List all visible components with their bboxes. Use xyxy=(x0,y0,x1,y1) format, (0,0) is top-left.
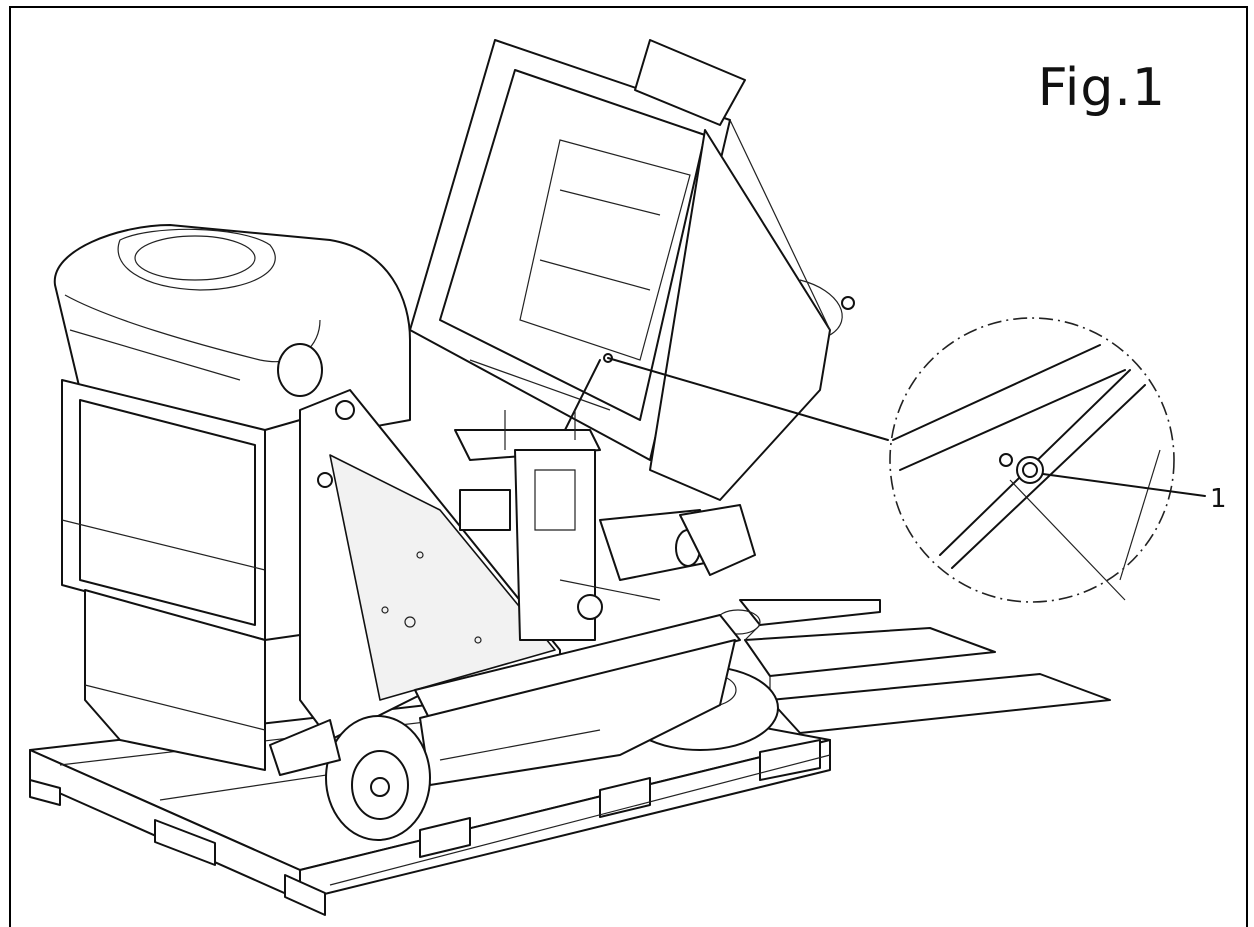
operator-seat xyxy=(55,225,410,440)
figure-title: Fig.1 xyxy=(1037,58,1166,118)
loading-ramps xyxy=(740,600,1110,733)
detail-callout xyxy=(604,318,1205,602)
front-wheel xyxy=(270,716,430,840)
internal-mechanism xyxy=(455,410,755,640)
callout-number-1: 1 xyxy=(1210,484,1227,514)
raised-hood xyxy=(410,40,854,500)
battery-housing xyxy=(62,380,300,770)
chassis-frame xyxy=(300,390,740,785)
